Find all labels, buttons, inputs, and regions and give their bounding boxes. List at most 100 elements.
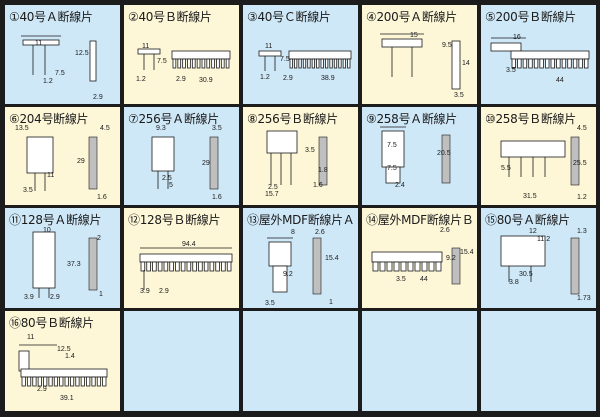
dimension-label: 29 bbox=[202, 160, 210, 167]
dimension-label: 14 bbox=[462, 60, 470, 67]
dimension-label: 11 bbox=[142, 43, 149, 50]
dimension-label: 3.5 bbox=[212, 125, 222, 132]
part-title: ①40号Ａ断線片 bbox=[9, 10, 93, 24]
dimension-label: 12 bbox=[529, 228, 537, 235]
dimension-label: 9.5 bbox=[442, 42, 452, 49]
part-title: ⑧256号Ｂ断線片 bbox=[247, 112, 338, 126]
part-title: ⑮80号Ａ断線片 bbox=[485, 213, 570, 227]
part-title: ⑬屋外MDF断線片Ａ bbox=[247, 213, 355, 227]
part-title: ⑯80号Ｂ断線片 bbox=[9, 316, 94, 330]
part-title: ⑩258号Ｂ断線片 bbox=[485, 112, 576, 126]
dimension-label: 38.9 bbox=[321, 75, 335, 82]
part-title: ⑥204号断線片 bbox=[9, 112, 89, 126]
dimension-label: 11 bbox=[27, 334, 34, 341]
dimension-label: 2.9 bbox=[159, 288, 169, 295]
dimension-label: 44 bbox=[556, 77, 564, 84]
part-title: ⑨258号Ａ断線片 bbox=[366, 112, 457, 126]
dimension-label: 8 bbox=[291, 229, 295, 236]
dimension-label: 5.5 bbox=[501, 165, 511, 172]
part-title: ⑫128号Ｂ断線片 bbox=[128, 213, 221, 227]
dimension-label: 1.2 bbox=[577, 194, 587, 201]
part-title: ⑤200号Ｂ断線片 bbox=[485, 10, 576, 24]
dimension-label: 2.6 bbox=[315, 229, 325, 236]
dimension-label: 7.5 bbox=[387, 142, 397, 149]
dimension-label: 44 bbox=[420, 276, 428, 283]
dimension-label: 3.5 bbox=[454, 92, 464, 99]
dimension-label: 7.5 bbox=[55, 70, 65, 77]
dimension-label: 11 bbox=[35, 40, 42, 47]
dimension-label: 1.73 bbox=[577, 295, 591, 302]
dimension-label: 16 bbox=[513, 34, 521, 41]
dimension-label: 5 bbox=[169, 182, 173, 189]
dimension-label: 37.3 bbox=[67, 261, 81, 268]
dimension-label: 11 bbox=[265, 43, 272, 50]
part-drawing: 15 9.5 14 3.5 bbox=[380, 32, 470, 99]
part-drawing: 7.520.57.52.4 bbox=[380, 126, 451, 189]
dimension-label: 2.6 bbox=[440, 227, 450, 234]
dimension-label: 1 bbox=[329, 299, 333, 306]
dimension-label: 3.5 bbox=[23, 187, 33, 194]
dimension-label: 1.6 bbox=[313, 182, 323, 189]
dimension-label: 11 bbox=[47, 172, 54, 179]
dimension-label: 2.5 bbox=[268, 184, 278, 191]
part-title: ⑦256号Ａ断線片 bbox=[128, 112, 219, 126]
dimension-label: 15 bbox=[410, 32, 418, 39]
dimension-label: 3.8 bbox=[509, 279, 519, 286]
dimension-label: 13.5 bbox=[15, 125, 29, 132]
part-drawing: 117.512.51.22.9 bbox=[21, 35, 103, 101]
dimension-label: 94.4 bbox=[182, 241, 196, 248]
dimension-label: 1.3 bbox=[577, 228, 587, 235]
dimension-label: 15.7 bbox=[265, 191, 279, 198]
part-cell bbox=[243, 311, 358, 411]
dimension-label: 10 bbox=[43, 227, 51, 234]
dimension-label: 4.5 bbox=[577, 125, 587, 132]
part-title: ⑪128号Ａ断線片 bbox=[9, 213, 102, 227]
dimension-label: 12.5 bbox=[57, 346, 71, 353]
dimension-label: 30.9 bbox=[199, 77, 213, 84]
part-title: ③40号Ｃ断線片 bbox=[247, 10, 331, 24]
dimension-label: 9.2 bbox=[283, 271, 293, 278]
dimension-label: 25.5 bbox=[573, 160, 587, 167]
dimension-label: 4.5 bbox=[100, 125, 110, 132]
dimension-label: 1.8 bbox=[318, 167, 328, 174]
dimension-label: 3.5 bbox=[305, 147, 315, 154]
dimension-label: 2.9 bbox=[283, 75, 293, 82]
dimension-label: 29 bbox=[77, 158, 85, 165]
dimension-label: 1.2 bbox=[260, 74, 270, 81]
dimension-label: 31.5 bbox=[523, 193, 537, 200]
part-cell bbox=[481, 311, 596, 411]
part-drawing: 3.5 2.515.7 1.6 1.8 bbox=[265, 130, 328, 198]
dimension-label: 2.9 bbox=[37, 386, 47, 393]
dimension-label: 9.2 bbox=[446, 255, 456, 262]
dimension-label: 2 bbox=[97, 235, 101, 242]
dimension-label: 2.9 bbox=[93, 94, 103, 101]
dimension-label: 15.4 bbox=[325, 255, 339, 262]
dimension-label: 2.9 bbox=[50, 294, 60, 301]
dimension-label: 2.4 bbox=[395, 182, 405, 189]
dimension-label: 39.1 bbox=[60, 395, 74, 402]
part-drawing: 1112.51.42.939.1 bbox=[18, 334, 108, 402]
dimension-label: 9.3 bbox=[156, 125, 166, 132]
part-cell bbox=[362, 311, 477, 411]
part-cell bbox=[124, 311, 239, 411]
dimension-label: 7.5 bbox=[387, 165, 397, 172]
